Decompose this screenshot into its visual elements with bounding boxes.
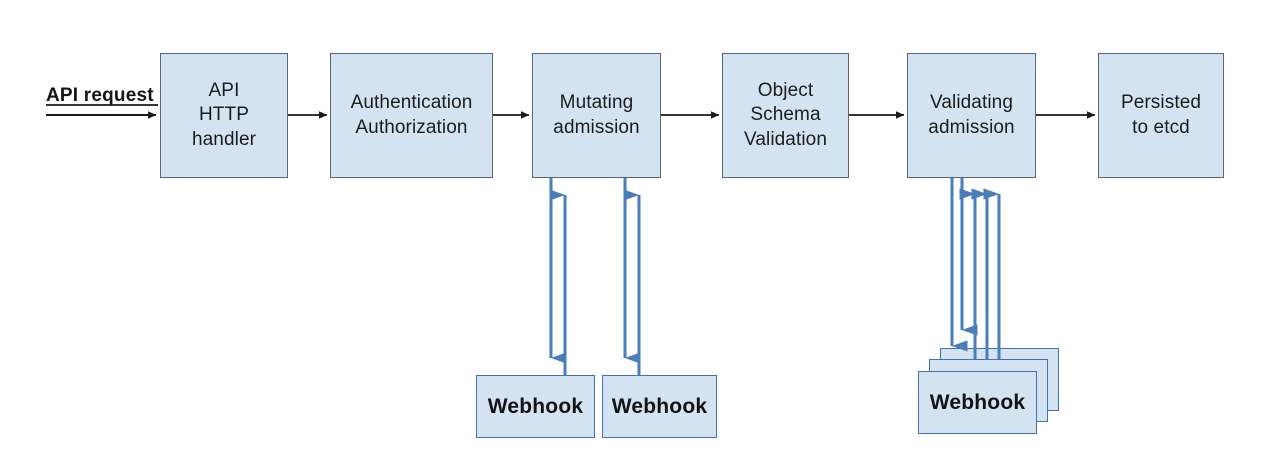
stage-authentication-authorization[interactable]: Authentication Authorization: [330, 53, 493, 178]
stage-object-schema-validation[interactable]: Object Schema Validation: [722, 53, 849, 178]
stage-mutating-admission[interactable]: Mutating admission: [532, 53, 661, 178]
api-request-label: API request: [46, 85, 154, 106]
webhook-box-mutating-1[interactable]: Webhook: [476, 375, 595, 438]
webhook-box-mutating-2[interactable]: Webhook: [602, 375, 717, 438]
stage-persisted-to-etcd[interactable]: Persisted to etcd: [1098, 53, 1224, 178]
stage-validating-admission[interactable]: Validating admission: [907, 53, 1036, 178]
webhook-box-validating-1[interactable]: Webhook: [918, 371, 1037, 434]
stage-api-http-handler[interactable]: API HTTP handler: [160, 53, 288, 178]
